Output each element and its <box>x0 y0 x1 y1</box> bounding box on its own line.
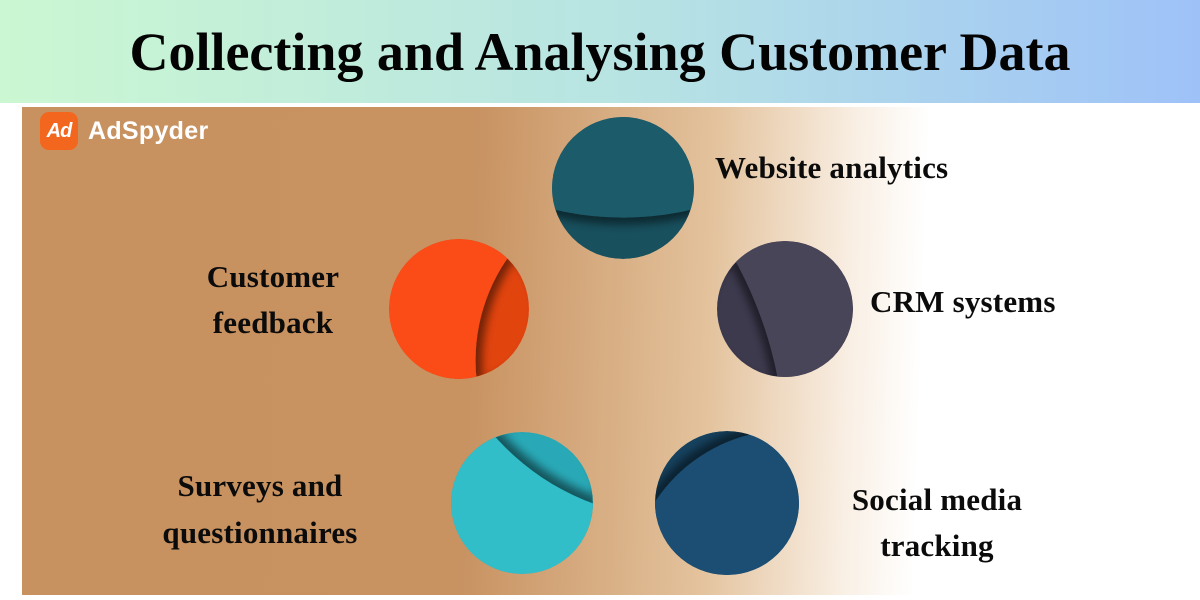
customer-feedback-circle <box>389 239 529 379</box>
page-title: Collecting and Analysing Customer Data <box>129 21 1071 82</box>
surveys-questionnaires-label: Surveys and questionnaires <box>162 468 358 550</box>
customer-feedback-label: Customer feedback <box>206 259 340 340</box>
brand-name: AdSpyder <box>88 116 209 145</box>
surveys-questionnaires-circle <box>451 432 593 574</box>
website-analytics-circle <box>552 117 694 259</box>
brand-logo: Ad AdSpyder <box>40 112 208 150</box>
social-media-tracking-label: Social media tracking <box>851 482 1023 563</box>
social-media-tracking-circle <box>655 431 799 575</box>
website-analytics-label: Website analytics <box>715 150 949 185</box>
adspyder-logo-icon: Ad <box>40 112 78 150</box>
header-banner: Collecting and Analysing Customer Data <box>0 0 1200 103</box>
crm-systems-circle <box>717 241 853 377</box>
crm-systems-label: CRM systems <box>870 284 1056 319</box>
